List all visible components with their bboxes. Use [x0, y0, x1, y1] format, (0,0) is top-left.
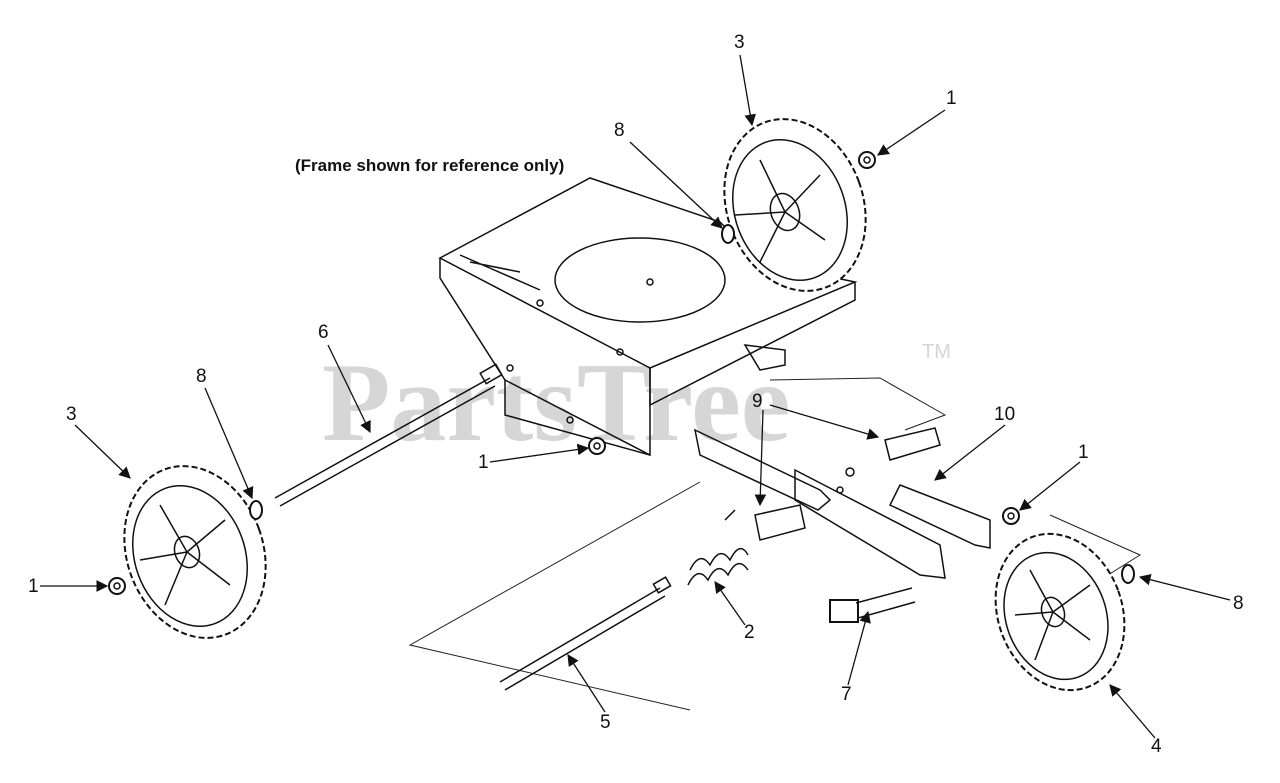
watermark-text: PartsTree — [322, 341, 791, 465]
axle-6 — [274, 363, 503, 507]
callout-3-left: 3 — [66, 404, 77, 425]
callout-4: 4 — [1151, 736, 1162, 757]
pivot-bar-10 — [693, 428, 991, 579]
wheel-top-3 — [723, 118, 867, 292]
wheel-right-4 — [994, 532, 1126, 692]
nuts-washers — [108, 151, 1135, 595]
callout-2: 2 — [744, 622, 755, 643]
callout-8-top: 8 — [614, 120, 625, 141]
frame-reference-note: (Frame shown for reference only) — [295, 156, 564, 175]
callout-3-top: 3 — [734, 32, 745, 53]
callout-8-left: 8 — [196, 366, 207, 387]
callout-8-right: 8 — [1233, 593, 1244, 614]
frame — [438, 177, 858, 457]
callout-7: 7 — [841, 684, 852, 705]
rod-5 — [499, 576, 672, 691]
bolt-7 — [829, 587, 916, 623]
callouts: 3 1 8 6 8 3 1 1 9 10 1 8 2 5 7 4 — [28, 32, 1244, 757]
watermark-tm: TM — [922, 341, 951, 363]
callout-5: 5 — [600, 712, 611, 733]
callout-1-right: 1 — [1078, 442, 1089, 463]
spacers-9 — [754, 427, 941, 541]
callout-1-top-right: 1 — [946, 88, 957, 109]
callout-10: 10 — [994, 404, 1015, 425]
spring-2 — [687, 509, 749, 586]
reference-planes — [408, 377, 1142, 711]
leader-lines — [40, 54, 1231, 739]
callout-9: 9 — [752, 391, 763, 412]
wheel-left-3 — [123, 465, 267, 639]
callout-6: 6 — [318, 322, 329, 343]
callout-1-frame: 1 — [478, 452, 489, 473]
watermark: PartsTree TM — [322, 341, 951, 465]
callout-1-left: 1 — [28, 576, 39, 597]
